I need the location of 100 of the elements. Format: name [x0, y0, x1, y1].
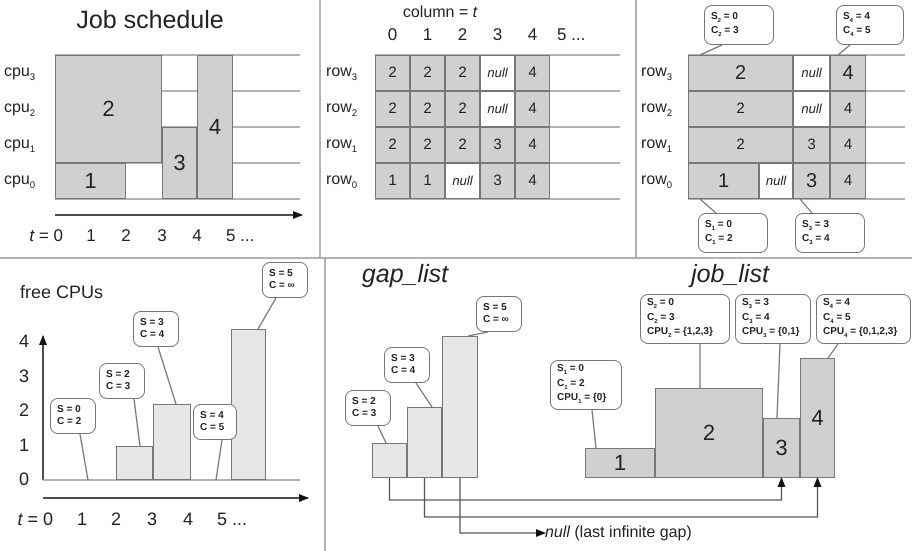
- table-cell: 2: [410, 91, 445, 127]
- panel-title: Job schedule: [75, 5, 225, 36]
- callout-text: C$_{1}$ = 2: [705, 233, 733, 248]
- table-cell: 2: [375, 127, 410, 163]
- callout-bubble: [836, 5, 904, 45]
- leader-line: [700, 198, 716, 214]
- connector-arrow: [388, 477, 786, 501]
- callout-text: C$_{2}$ = 3: [711, 25, 739, 40]
- table-cell: 2: [445, 127, 480, 163]
- callout-bubble: [640, 294, 730, 344]
- table-cell: 2: [688, 127, 793, 163]
- tick-label: 4: [191, 225, 203, 247]
- callout-text: CPU$_{3}$ = {0,1}: [742, 326, 800, 341]
- row-label: row$_{3}$: [326, 62, 358, 85]
- row-label: row$_{1}$: [641, 134, 674, 157]
- tick-label: 4: [18, 331, 30, 353]
- job-block: 4: [197, 55, 233, 199]
- row-label: row$_{0}$: [326, 170, 358, 193]
- leader-line: [776, 344, 781, 418]
- callout-text: S = 5: [269, 268, 293, 280]
- leader-line: [79, 434, 89, 480]
- table-cell: 4: [515, 55, 550, 91]
- note-text: null (last infinite gap): [545, 522, 755, 544]
- leader-line: [377, 426, 387, 444]
- callout-text: C$_{3}$ = 4: [742, 312, 770, 326]
- tick-label: 3: [156, 225, 168, 247]
- leader-line: [133, 398, 141, 446]
- callout-bubble: [735, 294, 811, 344]
- callout-text: C = 5: [200, 422, 224, 434]
- job-block: 2: [55, 55, 162, 163]
- callout-text: C = ∞: [483, 314, 509, 326]
- tick-label: 1: [76, 509, 88, 531]
- table-cell: 2: [410, 55, 445, 91]
- column-number: 5 ...: [557, 24, 586, 46]
- tick-label: 1: [85, 225, 97, 247]
- callout-bubble: [193, 404, 237, 440]
- callout-bubble: [133, 311, 179, 347]
- table-cell: null: [480, 55, 515, 91]
- table-cell: null: [480, 91, 515, 127]
- callout-bubble: [99, 363, 145, 399]
- callout-bubble: [795, 213, 865, 253]
- row-label: row$_{2}$: [326, 98, 358, 121]
- tick-label: t = 0: [16, 509, 53, 531]
- table-cell: null: [445, 163, 480, 199]
- leader-line: [157, 346, 177, 404]
- row-label: row$_{1}$: [326, 134, 358, 157]
- tick-label: 1: [18, 434, 30, 456]
- table-cell: 1: [375, 163, 410, 199]
- callout-text: C$_{1}$ = 2: [557, 378, 585, 392]
- row-label: cpu$_{0}$: [4, 170, 36, 193]
- tick-label: 0: [18, 469, 30, 491]
- row-label: row$_{2}$: [641, 98, 674, 121]
- callout-text: C$_{4}$ = 5: [843, 25, 871, 40]
- callout-text: S$_{3}$ = 3: [802, 218, 829, 233]
- callout-text: CPU$_{2}$ = {1,2,3}: [647, 326, 713, 341]
- tick-label: 3: [18, 366, 30, 388]
- callout-text: S$_{1}$ = 0: [557, 363, 584, 378]
- callout-text: S$_{2}$ = 0: [711, 10, 738, 25]
- tick-label: 5 ...: [217, 509, 248, 531]
- job-block: 3: [162, 127, 197, 199]
- callout-text: C = 4: [140, 329, 164, 342]
- row-label: cpu$_{2}$: [4, 98, 36, 121]
- callout-bubble: [698, 213, 768, 253]
- callout-text: CPU$_{1}$ = {0}: [557, 392, 606, 407]
- callout-bubble: [384, 347, 430, 383]
- table-cell: 1: [410, 163, 445, 199]
- callout-text: S$_{3}$ = 3: [742, 297, 769, 312]
- connector-arrow: [424, 477, 822, 518]
- row-label: row$_{3}$: [641, 62, 674, 85]
- table-cell: 3: [793, 163, 830, 199]
- tick-label: t = 0: [28, 225, 63, 247]
- callout-text: S = 4: [200, 410, 224, 422]
- callout-text: S = 2: [106, 368, 130, 381]
- callout-text: C = ∞: [269, 280, 295, 292]
- job-block: 3: [763, 418, 800, 478]
- callout-text: S = 0: [57, 404, 81, 416]
- leader-line: [699, 344, 701, 388]
- axis-title: free CPUs: [20, 281, 104, 304]
- column-number: 1: [422, 24, 434, 46]
- column-number: 3: [492, 24, 504, 46]
- leader-line: [468, 331, 488, 337]
- table-cell: 2: [445, 91, 480, 127]
- table-cell: null: [759, 163, 793, 199]
- callout-text: S$_{1}$ = 0: [705, 218, 732, 233]
- table-cell: 1: [688, 163, 759, 199]
- gap-bar: [153, 404, 191, 480]
- callout-text: C = 2: [57, 416, 82, 428]
- callout-bubble: [345, 390, 391, 426]
- table-cell: 4: [830, 163, 866, 199]
- callout-bubble: [262, 262, 308, 298]
- table-cell: 4: [515, 91, 550, 127]
- column-number: 4: [526, 24, 538, 46]
- table-cell: 4: [515, 163, 550, 199]
- callout-text: S = 3: [140, 316, 164, 329]
- tick-label: 5 ...: [226, 225, 256, 247]
- tick-label: 2: [120, 225, 132, 247]
- table-cell: 3: [793, 127, 830, 163]
- row-label: cpu$_{1}$: [4, 134, 36, 157]
- table-cell: 3: [480, 127, 515, 163]
- callout-text: C$_{3}$ = 4: [802, 233, 830, 248]
